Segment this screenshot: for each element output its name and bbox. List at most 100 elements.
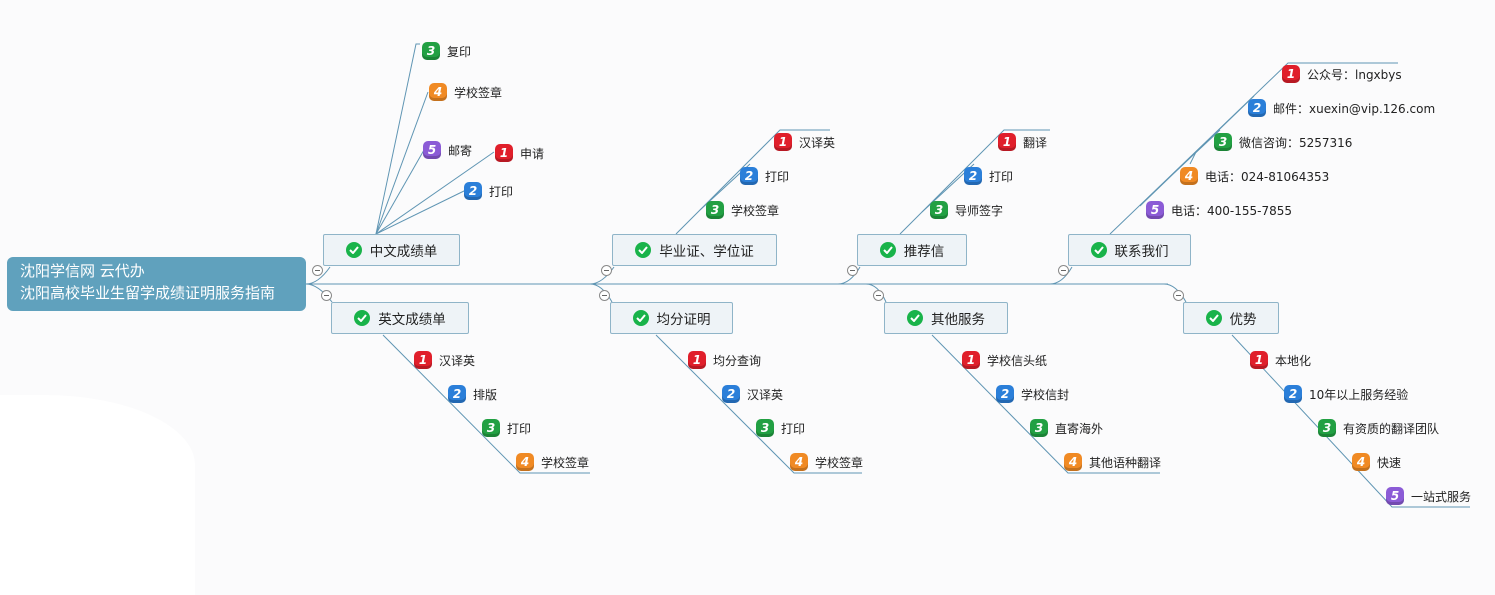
priority-1-icon: 1 <box>774 133 792 151</box>
topic-qita[interactable]: 其他服务 <box>884 302 1008 334</box>
leaf-label: 一站式服务 <box>1411 489 1472 504</box>
collapse-junfen-button[interactable] <box>599 290 610 301</box>
leaf-item[interactable]: 2 学校信封 <box>996 384 1069 404</box>
leaf-label: 申请 <box>520 146 545 161</box>
collapse-qita-button[interactable] <box>873 290 884 301</box>
topic-zhongwen[interactable]: 中文成绩单 <box>323 234 460 266</box>
priority-3-icon: 3 <box>706 201 724 219</box>
leaf-label: 邮寄 <box>448 143 473 158</box>
topic-label: 毕业证、学位证 <box>659 244 754 260</box>
collapse-biyezheng-button[interactable] <box>601 265 612 276</box>
priority-4-icon: 4 <box>1180 167 1198 185</box>
priority-2-icon: 2 <box>996 385 1014 403</box>
collapse-zhongwen-button[interactable] <box>312 265 323 276</box>
leaf-label: 本地化 <box>1275 353 1312 368</box>
leaf-item[interactable]: 3 学校签章 <box>706 200 779 220</box>
priority-3-icon: 3 <box>930 201 948 219</box>
priority-3-icon: 3 <box>1318 419 1336 437</box>
priority-3-icon: 3 <box>1214 133 1232 151</box>
root-title-line1: 沈阳学信网 云代办 <box>20 262 145 280</box>
leaf-label: 直寄海外 <box>1055 421 1104 436</box>
topic-yingwen[interactable]: 英文成绩单 <box>331 302 469 334</box>
leaf-item[interactable]: 5 一站式服务 <box>1386 486 1471 506</box>
leaf-label: 学校签章 <box>731 203 780 218</box>
leaf-label: 其他语种翻译 <box>1089 455 1162 470</box>
leaf-item[interactable]: 4 学校签章 <box>516 452 589 472</box>
check-icon <box>632 310 649 326</box>
connector-lines <box>305 43 1470 508</box>
leaf-label: 学校信封 <box>1021 387 1070 402</box>
leaf-label: 打印 <box>489 184 514 199</box>
root-topic[interactable]: 沈阳学信网 云代办 沈阳高校毕业生留学成绩证明服务指南 <box>7 257 306 311</box>
collapse-tuijianxin-button[interactable] <box>847 265 858 276</box>
leaf-item[interactable]: 1 翻译 <box>998 132 1047 152</box>
leaf-item[interactable]: 1 申请 <box>495 143 544 163</box>
leaf-item[interactable]: 2 汉译英 <box>722 384 783 404</box>
collapse-youshi-button[interactable] <box>1173 290 1184 301</box>
leaf-label: 微信咨询：5257316 <box>1239 135 1353 150</box>
topic-junfen[interactable]: 均分证明 <box>610 302 733 334</box>
leaf-item[interactable]: 4 其他语种翻译 <box>1064 452 1161 472</box>
leaf-label: 导师签字 <box>955 203 1004 218</box>
leaf-label: 快速 <box>1377 455 1402 470</box>
collapse-yingwen-button[interactable] <box>321 290 332 301</box>
priority-4-icon: 4 <box>1064 453 1082 471</box>
check-icon <box>1090 242 1107 258</box>
priority-1-icon: 1 <box>998 133 1016 151</box>
topic-youshi[interactable]: 优势 <box>1183 302 1279 334</box>
priority-4-icon: 4 <box>1352 453 1370 471</box>
collapse-lianxi-button[interactable] <box>1058 265 1069 276</box>
priority-2-icon: 2 <box>722 385 740 403</box>
leaf-item[interactable]: 4 快速 <box>1352 452 1401 472</box>
priority-5-icon: 5 <box>1386 487 1404 505</box>
priority-2-icon: 2 <box>1284 385 1302 403</box>
priority-2-icon: 2 <box>464 182 482 200</box>
priority-2-icon: 2 <box>740 167 758 185</box>
connector-youshi <box>1163 283 1187 303</box>
priority-2-icon: 2 <box>448 385 466 403</box>
leaf-item[interactable]: 3 微信咨询：5257316 <box>1214 132 1352 152</box>
topic-label: 中文成绩单 <box>369 244 438 260</box>
leaf-label: 邮件：xuexin@vip.126.com <box>1273 101 1436 116</box>
leaf-label: 学校签章 <box>541 455 590 470</box>
topic-lianxi[interactable]: 联系我们 <box>1068 234 1191 266</box>
leaf-label: 汉译英 <box>439 353 476 368</box>
topic-tuijianxin[interactable]: 推荐信 <box>857 234 967 266</box>
topic-biyezheng[interactable]: 毕业证、学位证 <box>612 234 777 266</box>
leaf-label: 翻译 <box>1023 135 1048 150</box>
priority-1-icon: 1 <box>495 144 513 162</box>
check-icon <box>879 242 896 258</box>
priority-1-icon: 1 <box>1282 65 1300 83</box>
check-icon <box>345 242 362 258</box>
priority-4-icon: 4 <box>516 453 534 471</box>
priority-1-icon: 1 <box>688 351 706 369</box>
leaf-label: 汉译英 <box>747 387 784 402</box>
leaf-item[interactable]: 2 打印 <box>464 181 513 201</box>
connector-lianxi <box>1049 266 1073 285</box>
leaf-label: 打印 <box>507 421 532 436</box>
leaf-item[interactable]: 3 导师签字 <box>930 200 1003 220</box>
topic-label: 优势 <box>1229 312 1257 328</box>
leaf-label: 打印 <box>989 169 1014 184</box>
